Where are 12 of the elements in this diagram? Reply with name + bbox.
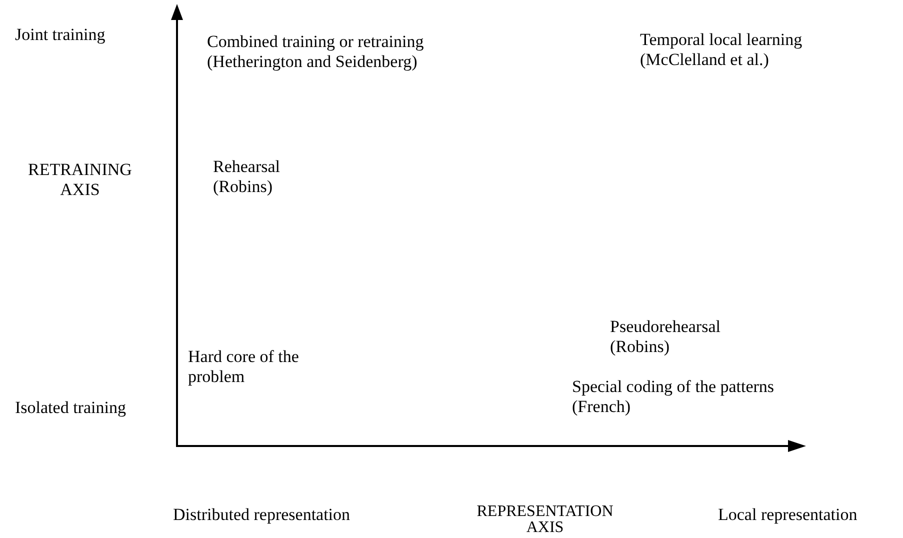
axis-label: Local representation <box>718 505 858 525</box>
method-label: Combined training or retraining (Hetherington and Seidenberg) <box>207 32 425 72</box>
method-label: Temporal local learning (McClelland et al.) <box>640 30 804 70</box>
axis-title: RETRAINING AXIS <box>27 160 133 200</box>
method-label: Special coding of the patterns (French) <box>572 377 776 417</box>
axis-label: Isolated training <box>15 398 126 418</box>
method-label: Hard core of the problem <box>188 347 300 387</box>
axis-title: REPRESENTATION AXIS <box>476 504 614 536</box>
axis-label: Distributed representation <box>173 505 350 525</box>
method-label: Pseudorehearsal (Robins) <box>610 317 722 357</box>
axis-label: Joint training <box>15 25 106 45</box>
method-label: Rehearsal (Robins) <box>213 157 282 197</box>
